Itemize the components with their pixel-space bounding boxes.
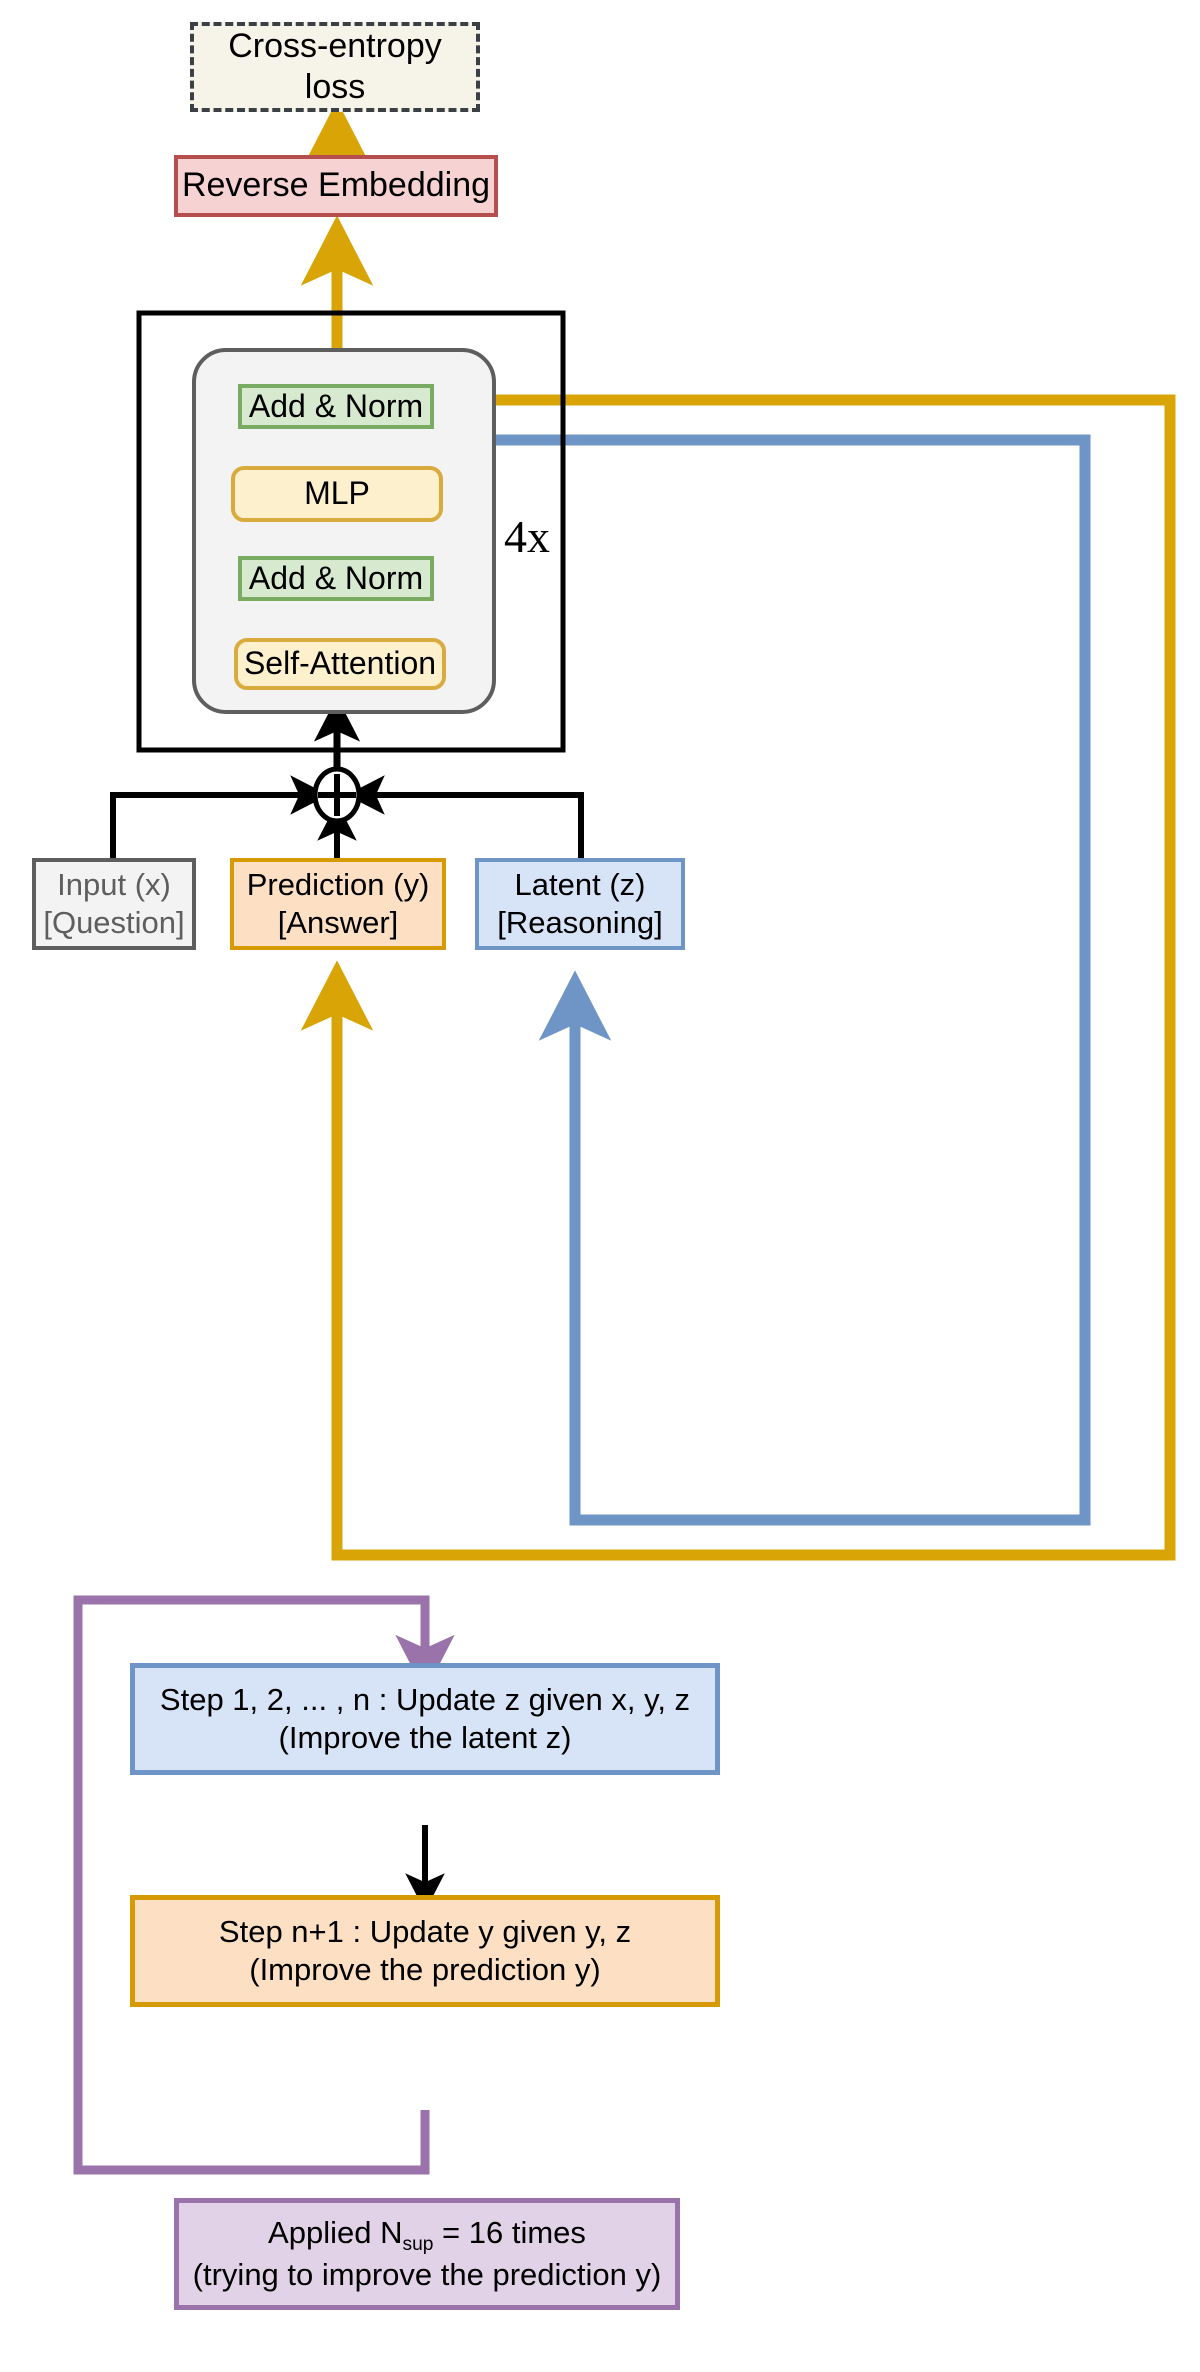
self-attention-box: Self-Attention <box>234 638 446 690</box>
cross-entropy-loss-label: Cross-entropy loss <box>228 26 442 106</box>
prediction-y-line1: Prediction (y) <box>246 867 430 903</box>
applied-suffix: = 16 times <box>433 2214 586 2250</box>
arrow-latent-to-sum <box>346 775 584 858</box>
add-norm-bottom-label: Add & Norm <box>248 559 424 596</box>
add-norm-top-label: Add & Norm <box>248 387 424 424</box>
cross-entropy-loss-box: Cross-entropy loss <box>190 22 480 112</box>
mlp-label: MLP <box>304 475 370 512</box>
reverse-embedding-label: Reverse Embedding <box>181 166 491 205</box>
transformer-block-outline <box>136 310 566 753</box>
applied-supervision-line1: Applied Nsup = 16 times <box>268 2214 586 2257</box>
arrow-input-to-sum <box>110 775 329 858</box>
prediction-y-line2: [Answer] <box>277 905 399 940</box>
step-update-y-line2: (Improve the prediction y) <box>249 1952 601 1987</box>
purple-loop-path <box>73 1595 455 2175</box>
add-norm-bottom-box: Add & Norm <box>238 556 434 601</box>
applied-prefix: Applied N <box>268 2214 403 2250</box>
step-update-z-line2: (Improve the latent z) <box>278 1720 572 1755</box>
step-update-z-box: Step 1, 2, ... , n : Update z given x, y… <box>130 1663 720 1775</box>
sum-operator <box>312 766 362 824</box>
reverse-embedding-box: Reverse Embedding <box>174 155 498 217</box>
latent-z-box: Latent (z) [Reasoning] <box>475 858 685 950</box>
input-x-line2: [Question] <box>43 905 185 940</box>
repeat-count-text: 4x <box>504 510 550 562</box>
latent-z-line2: [Reasoning] <box>497 905 663 940</box>
gold-recurrence-path <box>300 394 1176 1561</box>
input-x-line1: Input (x) <box>57 867 171 903</box>
latent-z-line1: Latent (z) <box>514 867 646 903</box>
step-update-y-line1: Step n+1 : Update y given y, z <box>218 1914 632 1950</box>
applied-supervision-line2: (trying to improve the prediction y) <box>192 2257 662 2293</box>
repeat-count-label: 4x <box>492 510 562 562</box>
mlp-box: MLP <box>231 466 443 522</box>
self-attention-label: Self-Attention <box>243 645 437 682</box>
applied-supervision-box: Applied Nsup = 16 times (trying to impro… <box>174 2198 680 2310</box>
prediction-y-box: Prediction (y) [Answer] <box>230 858 446 950</box>
step-update-y-box: Step n+1 : Update y given y, z (Improve … <box>130 1895 720 2007</box>
step-update-z-line1: Step 1, 2, ... , n : Update z given x, y… <box>159 1682 691 1718</box>
input-x-box: Input (x) [Question] <box>32 858 196 950</box>
applied-subscript: sup <box>402 2233 434 2255</box>
add-norm-top-box: Add & Norm <box>238 384 434 429</box>
blue-recurrence-path <box>410 434 1091 1526</box>
